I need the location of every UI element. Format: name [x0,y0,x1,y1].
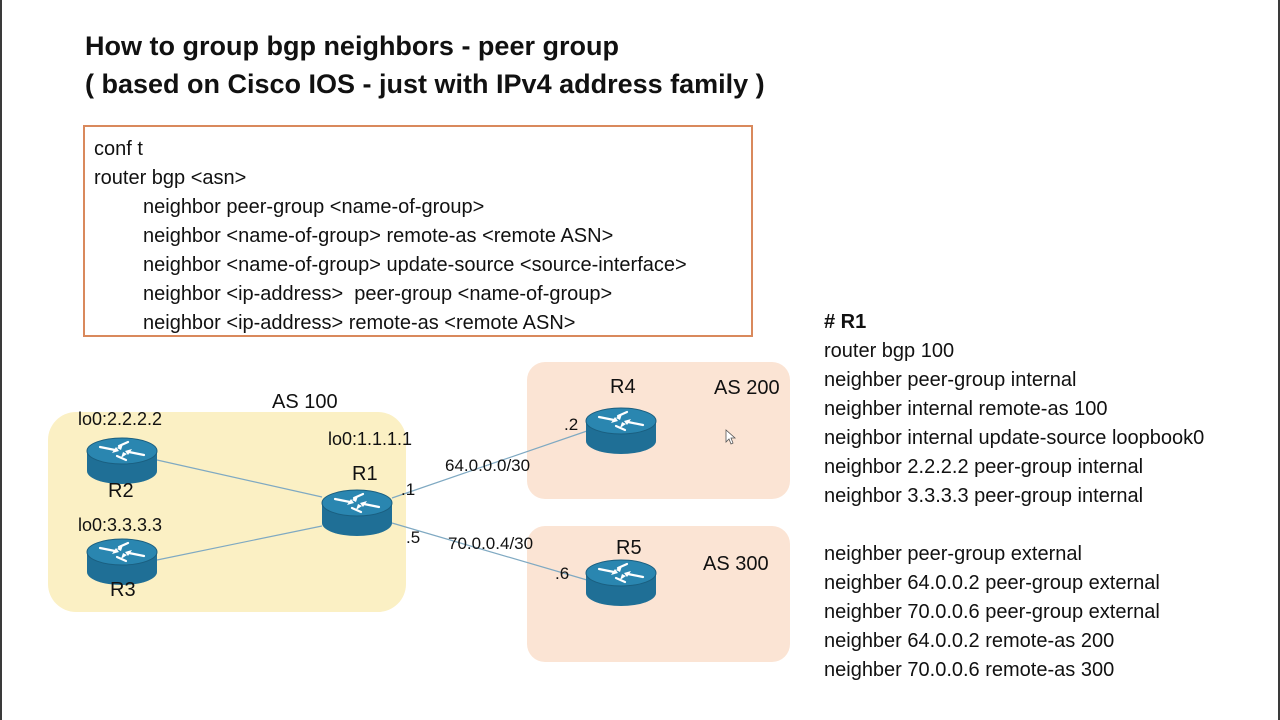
cmd-line: neighbor <name-of-group> remote-as <remo… [143,225,614,247]
r1-config-block: # R1 router bgp 100 neighber peer-group … [824,308,1204,685]
r3-name-label: R3 [110,579,136,601]
config-line: neighber 70.0.0.6 peer-group external [824,601,1160,623]
r1-r4-r4-side-label: .2 [564,415,578,434]
r1-r4-subnet-label: 64.0.0.0/30 [445,456,530,475]
mouse-cursor-icon [725,429,737,445]
cmd-line: neighbor <name-of-group> update-source <… [143,254,687,276]
title-line-2: ( based on Cisco IOS - just with IPv4 ad… [85,69,765,99]
cmd-line: router bgp <asn> [94,167,247,189]
cmd-line: neighbor <ip-address> remote-as <remote … [143,312,576,334]
link-r3-r1 [156,525,323,561]
r1-r5-r5-side-label: .6 [555,564,569,583]
link-r1-r4 [391,430,588,499]
slide-title: How to group bgp neighbors - peer group … [85,27,765,103]
r2-name-label: R2 [108,480,134,502]
command-template-box: conf t router bgp <asn> neighbor peer-gr… [83,125,753,337]
cmd-line: neighbor peer-group <name-of-group> [143,196,485,218]
link-r2-r1 [156,459,323,498]
config-blank-line [824,511,1204,540]
r1-name-label: R1 [352,463,378,485]
router-r2-icon [85,436,159,486]
as200-zone [527,362,790,499]
as300-zone [527,526,790,662]
config-line: neighbor 2.2.2.2 peer-group internal [824,456,1144,478]
config-line: router bgp 100 [824,340,955,362]
config-line: neighbor 3.3.3.3 peer-group internal [824,485,1144,507]
config-line: neighber peer-group internal [824,369,1077,391]
left-edge-bar [0,0,2,720]
router-r5-icon [584,558,658,608]
r1-loopback-label: lo0:1.1.1.1 [328,429,412,449]
router-r4-icon [584,406,658,456]
config-line: neighber peer-group external [824,543,1082,565]
as100-label: AS 100 [272,391,338,413]
config-line: neighber 64.0.0.2 remote-as 200 [824,630,1115,652]
config-heading: # R1 [824,311,867,333]
r3-loopback-label: lo0:3.3.3.3 [78,515,162,535]
config-line: neighbor internal update-source loopbook… [824,427,1205,449]
r1-r4-r1-side-label: .1 [401,480,415,499]
config-line: neighber internal remote-as 100 [824,398,1108,420]
as300-label: AS 300 [703,553,769,575]
config-line: neighber 70.0.0.6 remote-as 300 [824,659,1115,681]
config-line: neighber 64.0.0.2 peer-group external [824,572,1160,594]
router-r1-icon [320,488,394,538]
right-edge-bar [1278,0,1280,720]
r4-name-label: R4 [610,376,636,398]
r2-loopback-label: lo0:2.2.2.2 [78,409,162,429]
title-line-1: How to group bgp neighbors - peer group [85,31,619,61]
cmd-line: neighbor <ip-address> peer-group <name-o… [143,283,613,305]
cmd-line: conf t [94,138,143,160]
link-r1-r5 [391,522,588,581]
as200-label: AS 200 [714,377,780,399]
r1-r5-r1-side-label: .5 [406,528,420,547]
r1-r5-subnet-label: 70.0.0.4/30 [448,534,533,553]
r5-name-label: R5 [616,537,642,559]
